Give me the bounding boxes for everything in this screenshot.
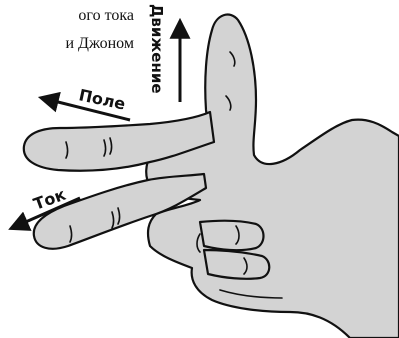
- motion-label: Движение: [148, 4, 166, 94]
- curled-finger-1: [200, 221, 264, 250]
- hand-drawing: [24, 15, 399, 338]
